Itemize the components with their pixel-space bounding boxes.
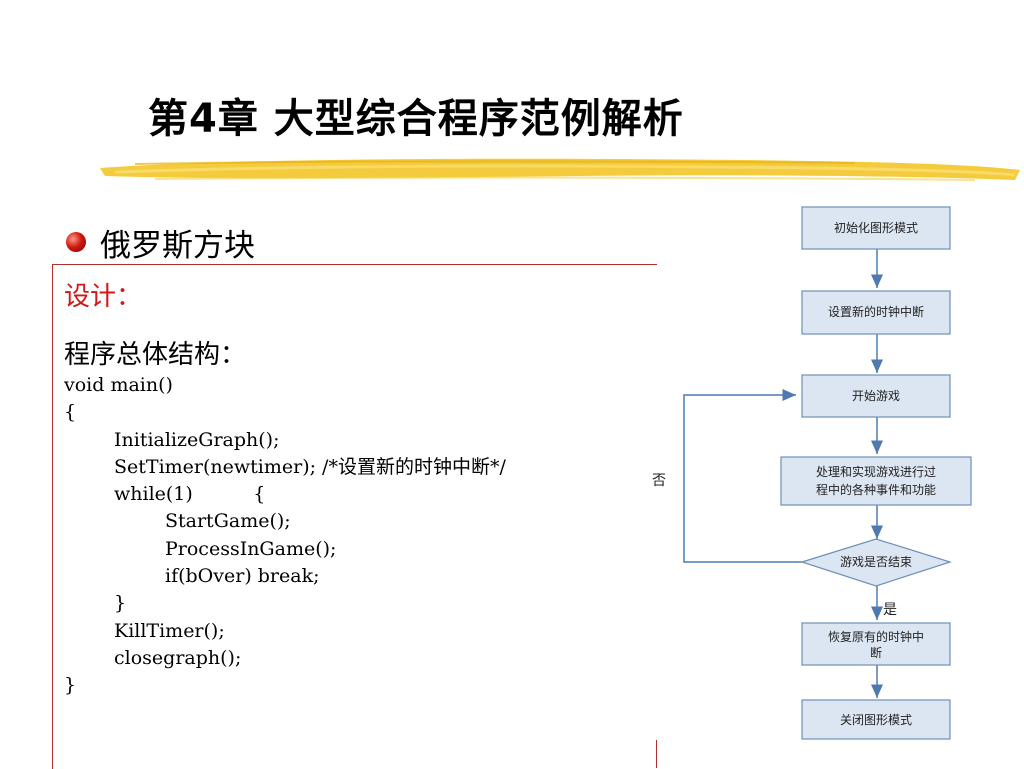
- flow-node-label: 游戏是否结束: [840, 555, 912, 569]
- code-line: closegraph();: [114, 646, 242, 669]
- code-line: KillTimer();: [114, 619, 225, 642]
- yellow-brush-underline: [100, 158, 1020, 181]
- flow-node-close: [801, 699, 951, 740]
- code-line: StartGame();: [165, 510, 291, 533]
- flow-node-label: 处理和实现游戏进行过: [816, 464, 936, 479]
- flow-node-label: 程中的各种事件和功能: [816, 482, 936, 497]
- flow-loop-arrow: [683, 389, 802, 563]
- code-line: if(bOver) break;: [165, 565, 320, 588]
- flow-node-start: [801, 374, 951, 418]
- flow-node-label: 关闭图形模式: [840, 713, 912, 727]
- flow-node-process: [780, 456, 972, 506]
- code-line: {: [64, 401, 77, 424]
- flowchart: 初始化图形模式 设置新的时钟中断 开始游戏 处理和实现游戏进行过 程中的各种事件…: [652, 206, 972, 740]
- code-textbox-frame: [52, 264, 657, 769]
- slide-title: 第4章 大型综合程序范例解析: [148, 96, 684, 142]
- flow-node-init: [801, 206, 951, 250]
- flow-node-label: 开始游戏: [852, 389, 900, 403]
- flow-node-settimer: [801, 290, 951, 335]
- textbox-right-border: [656, 740, 657, 768]
- flow-node-label: 设置新的时钟中断: [828, 304, 924, 319]
- code-line: }: [64, 674, 77, 697]
- flow-node-check: [800, 538, 952, 587]
- flow-no-label: 否: [652, 473, 666, 489]
- flow-node-label: 恢复原有的时钟中: [828, 629, 924, 644]
- flow-node-restore: [801, 622, 951, 666]
- code-block: void main() { InitializeGraph(); SetTime…: [64, 372, 506, 700]
- red-bullet-icon: [66, 232, 86, 252]
- subtitle: 俄罗斯方块: [100, 228, 255, 264]
- flow-yes-label: 是: [883, 602, 897, 618]
- code-line: void main(): [64, 374, 173, 396]
- code-line: InitializeGraph();: [114, 428, 280, 451]
- flow-node-label: 初始化图形模式: [834, 221, 918, 235]
- design-label: 设计：: [64, 282, 143, 312]
- code-line: SetTimer(newtimer); /*设置新的时钟中断*/: [114, 455, 506, 478]
- code-line: ProcessInGame();: [165, 537, 337, 560]
- flow-node-label: 断: [870, 645, 882, 660]
- structure-label: 程序总体结构：: [64, 340, 247, 370]
- code-line: }: [114, 592, 127, 615]
- code-line: while(1) {: [114, 483, 266, 506]
